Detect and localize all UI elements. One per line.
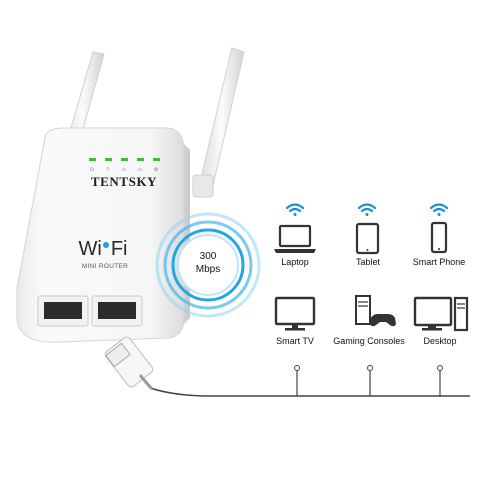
router-body [16, 127, 185, 343]
desktop-icon [413, 296, 469, 332]
svg-text:⏻: ⏻ [90, 167, 94, 173]
device-label-desktop: Desktop [423, 336, 457, 346]
svg-text:⚙: ⚙ [154, 167, 159, 173]
product-subtitle: MINI ROUTER [81, 263, 129, 270]
wifi-logo-left: Wi [78, 238, 102, 260]
tablet-icon [355, 222, 380, 255]
device-label-smart-tv: Smart TV [276, 336, 314, 346]
speed-unit: Mbps [195, 264, 221, 275]
brand-label: TENTSKY [90, 174, 158, 189]
device-label-tablet: Tablet [355, 257, 381, 267]
wifi-logo-right: Fi [110, 238, 128, 260]
smart-tv-icon [274, 296, 316, 331]
device-label-laptop: Laptop [281, 257, 309, 267]
svg-text:⌔: ⌔ [106, 167, 111, 173]
gaming-console-icon [355, 295, 396, 327]
wifi-logo: Wi Fi [48, 238, 158, 261]
cable-connectors [294, 365, 443, 396]
laptop-wifi-icon [285, 203, 305, 216]
svg-text:▭: ▭ [138, 167, 143, 173]
smartphone-wifi-icon [429, 203, 449, 216]
signal-rings [155, 212, 261, 318]
device-label-smartphone: Smart Phone [412, 257, 466, 267]
ethernet-cable [104, 336, 470, 397]
right-antenna [192, 47, 245, 198]
wifi-logo-dot [102, 241, 109, 248]
svg-text:▭: ▭ [122, 167, 127, 173]
laptop-icon [274, 224, 316, 253]
tablet-wifi-icon [357, 203, 377, 216]
ethernet-ports [37, 295, 143, 327]
smartphone-icon [430, 221, 448, 254]
status-leds: ⏻ ⌔ ▭ ▭ ⚙ [89, 158, 160, 173]
device-label-gaming-consoles: Gaming Consoles [333, 336, 405, 346]
speed-value: 300 [199, 251, 217, 262]
